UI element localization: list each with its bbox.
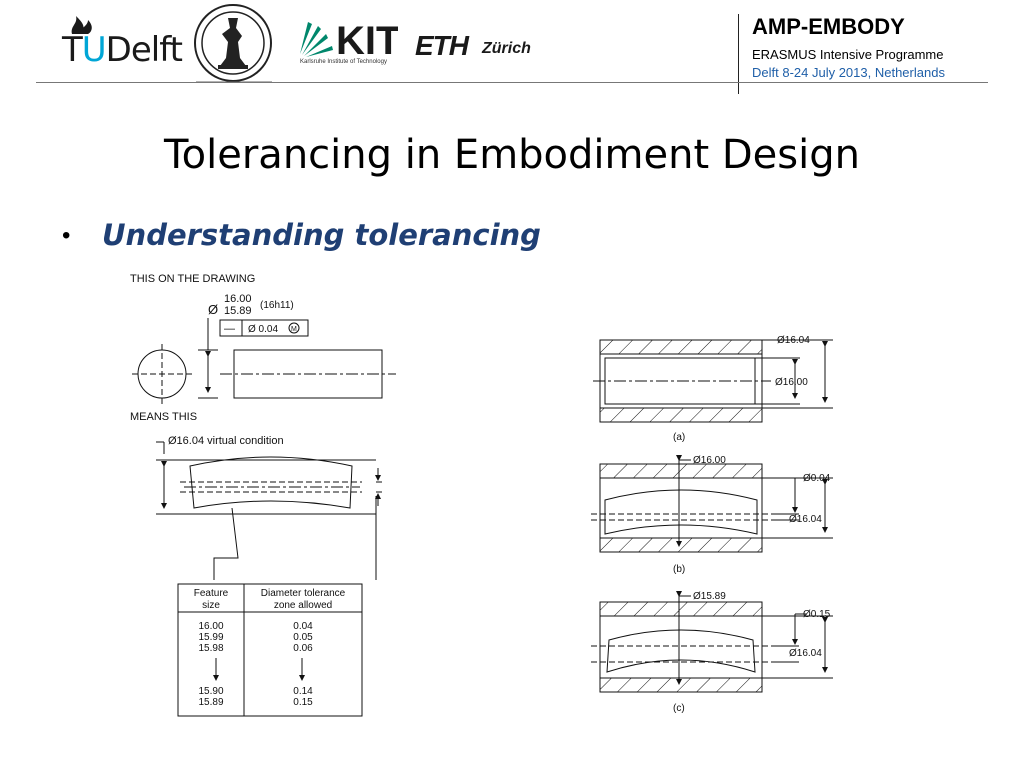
table-header-tolerance-2: zone allowed — [274, 600, 332, 611]
tolerance-table-frame — [177, 583, 363, 717]
tudelft-wordmark: TUDelft — [62, 30, 183, 70]
label-a-inner: Ø16.00 — [775, 377, 808, 388]
eth-city: Zürich — [482, 40, 531, 57]
table-cell-tolerance-zone: 0.15 — [293, 697, 313, 708]
fcf-modifier: M — [291, 326, 297, 333]
table-cell-feature-size: 15.98 — [198, 643, 223, 654]
table-cell-tolerance-zone: 0.05 — [293, 632, 313, 643]
table-header-feature-size-2: size — [202, 600, 220, 611]
bent-shaft — [189, 456, 353, 509]
label-a: (a) — [673, 432, 685, 443]
tudelft-logo: TUDelft — [62, 14, 183, 70]
kit-wordmark: KIT — [336, 19, 398, 58]
gauge-wall-top-a — [599, 339, 763, 355]
label-b-zone: Ø0.04 — [803, 473, 831, 484]
tudelft-prefix: T — [62, 30, 83, 70]
table-cell-tolerance-zone: 0.06 — [293, 643, 313, 654]
dim-lower-limit: 15.89 — [224, 305, 252, 317]
eth-wordmark: ETH — [415, 30, 469, 61]
gauge-wall-top-b — [599, 463, 763, 479]
left-tolerance-figure: THIS ON THE DRAWING Ø 16.00 15.89 (16h11… — [130, 273, 396, 717]
bullet-marker: • — [62, 222, 71, 249]
gauge-wall-bottom-b — [599, 537, 763, 553]
dim-upper-limit: 16.00 — [224, 293, 252, 305]
kit-fan-icon: KIT — [300, 19, 400, 63]
tudelft-suffix: Delft — [105, 30, 183, 70]
table-cell-feature-size: 15.99 — [198, 632, 223, 643]
tudelft-flame-icon — [71, 16, 92, 34]
bent-shaft-c — [606, 629, 756, 673]
programme-title: AMP-EMBODY — [752, 14, 905, 39]
header-divider — [738, 14, 739, 94]
bullet-text: Understanding tolerancing — [102, 218, 541, 252]
table-cell-feature-size: 15.89 — [198, 697, 223, 708]
header-rule — [36, 82, 988, 83]
kit-subtitle: Karlsruhe Institute of Technology — [300, 59, 387, 65]
tolerance-table-rows: 16.00 0.04 15.99 0.05 15.98 0.06 15.90 0.14 15.8… — [198, 621, 313, 708]
label-c: (c) — [673, 703, 685, 714]
fit-code: (16h11) — [260, 300, 294, 311]
right-tolerance-figure: Ø16.04 Ø16.00 (a) Ø16.00 Ø0.04 Ø16.04 (b… — [591, 335, 833, 714]
caption-this-on-drawing: THIS ON THE DRAWING — [130, 273, 255, 285]
fcf-value: Ø 0.04 — [248, 324, 278, 335]
dim-diameter-symbol: Ø — [208, 302, 218, 317]
table-cell-tolerance-zone: 0.04 — [293, 621, 313, 632]
kit-logo: KIT — [298, 18, 400, 63]
table-cell-tolerance-zone: 0.14 — [293, 686, 313, 697]
table-header-tolerance-1: Diameter tolerance — [261, 588, 346, 599]
tudelft-accent: U — [81, 30, 107, 70]
gauge-wall-bottom-a — [599, 407, 763, 423]
label-b-envelope: Ø16.04 — [789, 514, 822, 525]
label-c-envelope: Ø16.04 — [789, 648, 822, 659]
bent-shaft-b — [604, 489, 758, 535]
programme-dates: Delft 8-24 July 2013, Netherlands — [752, 65, 945, 80]
label-c-top: Ø15.89 — [693, 591, 726, 602]
label-b: (b) — [673, 564, 685, 575]
fcf-straightness-symbol: — — [224, 323, 235, 335]
table-header-feature-size-1: Feature — [194, 588, 229, 599]
label-c-zone: Ø0.15 — [803, 609, 831, 620]
gauge-wall-bottom-c — [599, 677, 763, 693]
slide-title: Tolerancing in Embodiment Design — [164, 132, 860, 178]
ntua-seal — [192, 2, 274, 89]
table-cell-feature-size: 15.90 — [198, 686, 223, 697]
virtual-condition-label: Ø16.04 virtual condition — [168, 435, 284, 447]
caption-means-this: MEANS THIS — [130, 411, 197, 423]
table-cell-feature-size: 16.00 — [198, 621, 223, 632]
programme-subtitle: ERASMUS Intensive Programme — [752, 47, 944, 62]
gauge-wall-top-c — [599, 601, 763, 617]
label-b-top: Ø16.00 — [693, 455, 726, 466]
label-a-outer: Ø16.04 — [777, 335, 810, 346]
feature-control-frame — [219, 319, 309, 337]
